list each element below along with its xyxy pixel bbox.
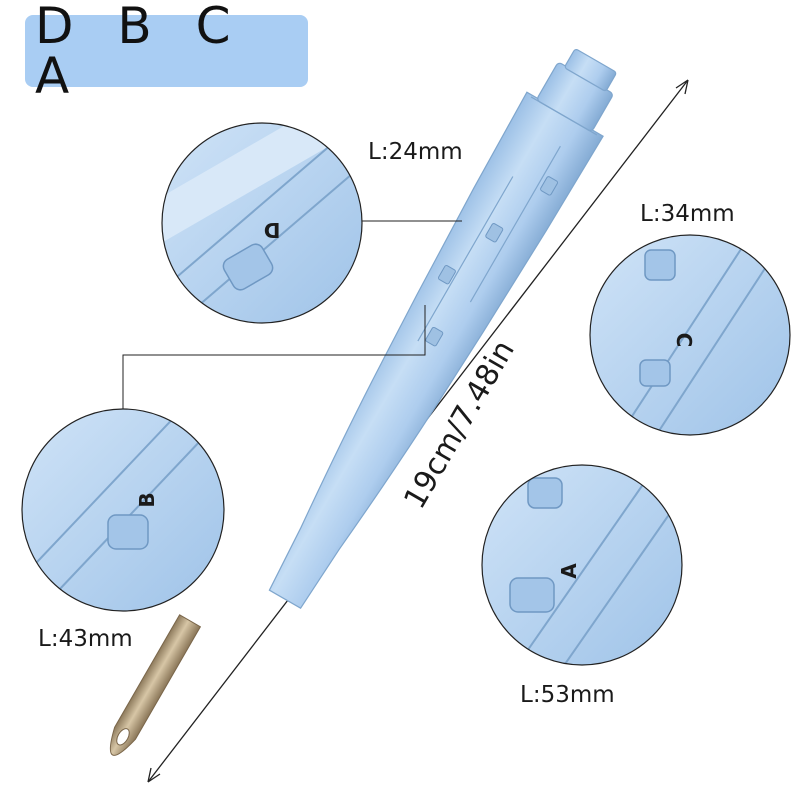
zoom-circle-d — [161, 122, 363, 324]
size-order-badge: D B C A — [25, 1, 308, 101]
punch-needle-tool — [109, 49, 617, 756]
zoom-circle-b — [21, 408, 225, 612]
slot-letter-a: A — [557, 563, 581, 579]
slot-letter-c: C — [672, 333, 696, 348]
length-label-b: L:43mm — [38, 626, 133, 652]
needle-tip — [109, 614, 202, 756]
size-order-text: D B C A — [35, 0, 245, 105]
length-label-a: L:53mm — [520, 682, 615, 708]
length-label-c: L:34mm — [640, 201, 735, 227]
length-label-d: L:24mm — [368, 139, 463, 165]
zoom-circle-a — [481, 464, 683, 666]
slot-letter-b: B — [135, 492, 159, 507]
callout-leader-lines — [122, 220, 462, 410]
zoom-circle-c — [589, 234, 791, 436]
slot-letter-d: D — [264, 218, 281, 242]
